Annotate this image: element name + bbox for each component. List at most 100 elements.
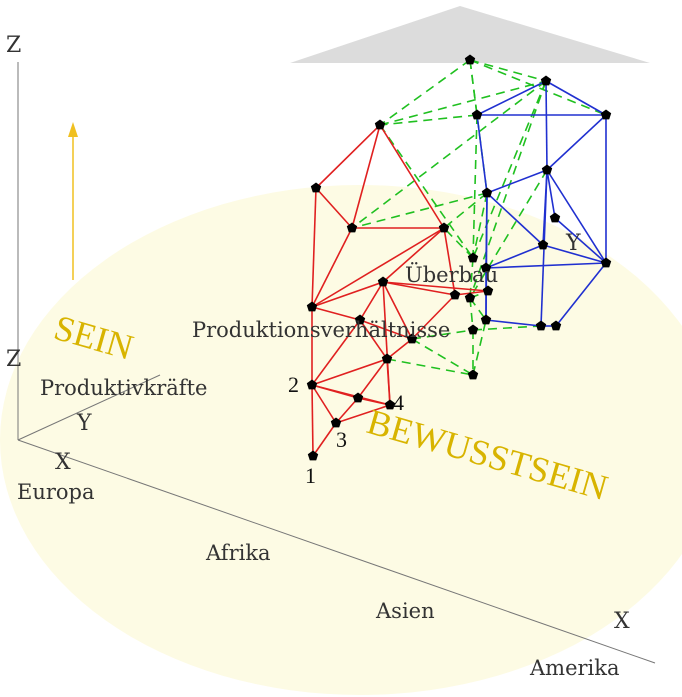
red-edge	[379, 124, 445, 229]
z-axis-top-label: Z	[6, 33, 21, 58]
y-axis-line	[17, 374, 161, 441]
green-edge	[443, 192, 488, 229]
blue-edge	[546, 169, 556, 219]
green-edge	[379, 80, 547, 126]
network-node	[471, 109, 483, 120]
asien-label: Asien	[375, 599, 435, 623]
network-node	[310, 182, 322, 193]
x-bottom-label: X	[614, 609, 630, 634]
blue-edge	[476, 114, 488, 194]
network-node	[381, 353, 393, 364]
network-node	[306, 379, 318, 390]
blue-edge	[476, 80, 547, 116]
green-edge	[469, 80, 547, 299]
produktivkraefte-label: Produktivkräfte	[40, 376, 207, 400]
network-node	[464, 54, 476, 65]
red-edge	[357, 358, 388, 399]
blue-edge	[485, 319, 542, 327]
afrika-label: Afrika	[205, 541, 271, 565]
red-edge	[311, 384, 314, 457]
red-edge	[311, 384, 337, 424]
y-right-label: Y	[565, 231, 581, 256]
network-node	[481, 187, 493, 198]
red-edge	[382, 281, 391, 406]
red-edge	[335, 404, 391, 424]
blue-edge	[486, 169, 548, 194]
network-node	[307, 450, 319, 461]
network-node	[374, 119, 386, 130]
network-node	[467, 252, 479, 263]
network-node	[541, 164, 553, 175]
green-edge	[411, 329, 474, 340]
x-axis-line	[17, 439, 656, 664]
green-edge	[472, 319, 487, 376]
network-node	[354, 314, 366, 325]
network-node	[600, 109, 612, 120]
node-number-3: 3	[336, 427, 347, 452]
node-number-2: 2	[288, 372, 299, 397]
red-edge	[335, 397, 359, 424]
red-edge	[315, 187, 353, 229]
green-edge	[469, 257, 474, 299]
produktionsverhaeltnisse-label: Produktionsverhältnisse	[192, 318, 450, 342]
network-nodes	[306, 54, 612, 461]
network-node	[482, 285, 494, 296]
network-node	[537, 239, 549, 250]
blue-edge	[554, 217, 607, 264]
green-edge	[469, 297, 474, 331]
network-node	[480, 262, 492, 273]
red-edge	[311, 281, 384, 308]
network-node	[449, 289, 461, 300]
red-edge	[311, 227, 445, 308]
network-node	[535, 320, 547, 331]
red-edge	[382, 281, 456, 296]
green-edge	[411, 338, 474, 376]
green-edge	[472, 80, 547, 259]
green-edge	[379, 59, 471, 126]
red-edge	[311, 319, 361, 386]
blue-edge	[485, 262, 607, 269]
network-node	[306, 301, 318, 312]
network-node	[467, 369, 479, 380]
red-edge	[443, 227, 456, 296]
blue-edge	[486, 192, 544, 246]
network-node	[377, 276, 389, 287]
red-edge	[311, 358, 388, 386]
network-node	[438, 222, 450, 233]
red-edge	[311, 306, 361, 321]
red-edge	[382, 281, 413, 340]
network-node	[467, 324, 479, 335]
network-node	[330, 417, 342, 428]
red-edge	[382, 281, 489, 292]
green-edge	[469, 169, 548, 299]
blue-edge	[555, 262, 607, 327]
green-edge	[469, 59, 547, 82]
green-edge	[351, 192, 488, 229]
red-edge	[351, 124, 381, 229]
green-edge	[379, 114, 478, 126]
red-edges	[311, 124, 489, 457]
network-node	[480, 314, 492, 325]
europa-label: Europa	[17, 480, 95, 504]
red-edge	[411, 294, 456, 340]
red-edge	[311, 384, 391, 406]
red-edge	[454, 290, 489, 296]
network-node	[346, 222, 358, 233]
network-node	[550, 320, 562, 331]
red-edge	[315, 124, 381, 189]
red-edge	[386, 338, 413, 360]
green-edge	[379, 124, 474, 259]
green-edge	[351, 80, 547, 229]
network-node	[549, 212, 561, 223]
roof-shape	[290, 6, 650, 63]
red-edge	[359, 281, 384, 321]
ueberbau-label: Überbau	[405, 262, 498, 287]
red-edge	[382, 227, 445, 283]
axes	[17, 62, 656, 664]
red-edge	[311, 187, 317, 308]
z-axis-label: Z	[6, 347, 21, 372]
blue-edge	[546, 114, 607, 171]
y-axis-label: Y	[76, 411, 92, 436]
blue-edge	[485, 244, 544, 269]
